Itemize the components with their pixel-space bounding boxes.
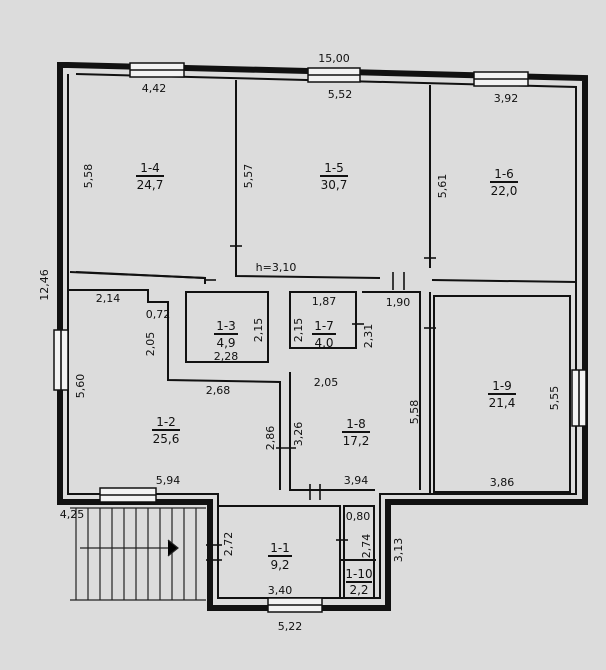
dim-r12-step: 2,05 [144,332,157,357]
wall-16-bottom [431,279,577,283]
dim-r18-bottom: 3,94 [344,474,369,487]
dim-r18-left: 3,26 [292,422,305,447]
dim-r15-h: 5,57 [242,164,255,189]
room-1-4-id: 1-4 [140,161,160,175]
dim-r12-left: 5,60 [74,374,87,399]
room-1-5-id: 1-5 [324,161,344,175]
dim-r110-w: 0,80 [346,510,371,523]
room-1-5-area: 30,7 [321,178,348,192]
dim-r11-h: 2,72 [222,532,235,557]
dim-r17-hr: 2,31 [362,324,375,349]
wall-14-bottom-b [69,271,206,279]
dim-side-height: 3,13 [392,538,405,563]
room-1-3-walls [185,291,269,363]
dim-r18-w: 2,05 [314,376,339,389]
dim-ceiling: h=3,10 [256,261,297,274]
dim-r17-w: 1,87 [312,295,337,308]
room-1-8-id: 1-8 [346,417,366,431]
room-1-3-id: 1-3 [216,319,236,333]
windows [53,62,587,613]
room-1-9-walls [433,295,571,493]
room-1-1-id: 1-1 [270,541,290,555]
dim-r12-right: 2,86 [264,426,277,451]
room-1-4-area: 24,7 [137,178,164,192]
dim-r19-h: 5,55 [548,386,561,411]
room-1-6-id: 1-6 [494,167,514,181]
room-1-10-area: 2,2 [349,583,368,597]
room-1-3-area: 4,9 [216,336,235,350]
room-1-7-id: 1-7 [314,319,334,333]
staircase [70,507,206,601]
dim-r13-w: 2,28 [214,350,239,363]
dim-r15-w: 5,52 [328,88,353,101]
room-1-1-area: 9,2 [270,558,289,572]
room-1-9-id: 1-9 [492,379,512,393]
dim-overall-width: 15,00 [318,52,350,65]
dim-r14-w: 4,42 [142,82,167,95]
room-1-8-area: 17,2 [343,434,370,448]
dim-r12-notch: 0,72 [146,308,171,321]
dim-r14-h: 5,58 [82,164,95,189]
dim-r11-w: 3,40 [268,584,293,597]
room-1-9-area: 21,4 [489,396,516,410]
room-1-8-walls [289,291,431,494]
room-1-10-id: 1-10 [345,567,372,581]
dim-r17-hl: 2,15 [292,318,305,343]
dim-porch: 4,25 [60,508,85,521]
room-1-10-walls [343,505,375,599]
dim-corridor: 1,90 [386,296,411,309]
room-1-2-id: 1-2 [156,415,176,429]
doors [205,245,436,561]
dim-bottom-width: 5,22 [278,620,303,633]
room-labels: 1-4 24,7 1-5 30,7 1-6 22,0 1-3 4,9 1-7 4… [136,161,518,597]
room-1-2-walls [68,289,281,490]
dim-overall-height: 12,46 [38,269,51,301]
dim-r16-h: 5,61 [436,174,449,199]
dim-r12-mid: 2,68 [206,384,231,397]
wall-15-bottom [235,258,381,279]
room-1-7-walls [289,291,357,349]
room-1-1-walls [218,505,376,598]
dim-r110-h: 2,74 [360,534,373,559]
dim-r12-bottom: 5,94 [156,474,181,487]
dim-r19-w: 3,86 [490,476,515,489]
dimension-labels: 15,00 12,46 4,25 5,22 3,13 4,42 5,58 5,5… [38,52,561,633]
dim-r13-h: 2,15 [252,318,265,343]
room-1-2-area: 25,6 [153,432,180,446]
dim-r18-right: 5,58 [408,400,421,425]
dim-r16-w: 3,92 [494,92,519,105]
room-1-6-area: 22,0 [491,184,518,198]
room-1-7-area: 4,0 [314,336,333,350]
dim-r12-top: 2,14 [96,292,121,305]
